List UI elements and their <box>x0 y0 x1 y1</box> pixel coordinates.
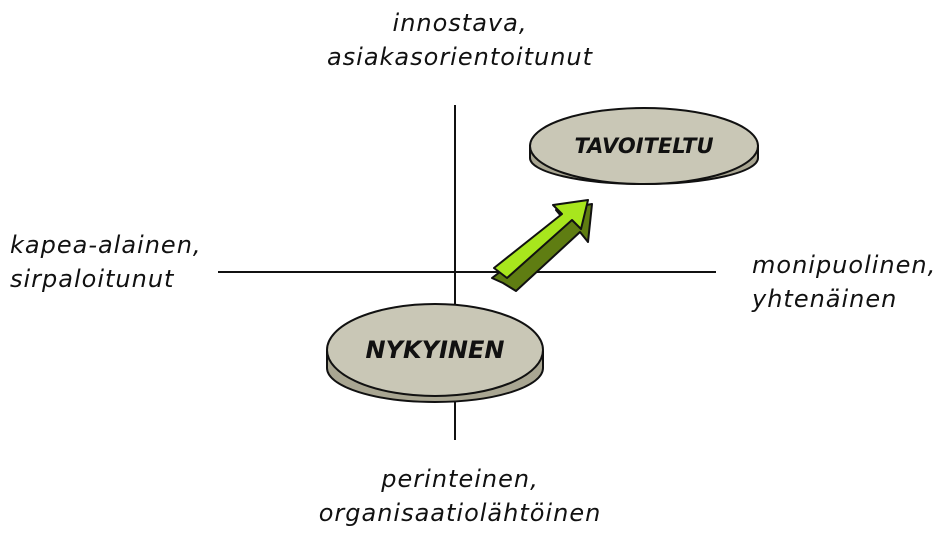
target-label: TAVOITELTU <box>574 134 713 158</box>
axis-label-left-line2: sirpaloitunut <box>10 262 202 296</box>
axis-label-top-line2: asiakasorientoitunut <box>300 40 620 74</box>
axis-label-bottom: perinteinen, organisaatiolähtöinen <box>300 462 620 530</box>
transition-arrow <box>492 200 592 291</box>
axis-label-bottom-line1: perinteinen, <box>300 462 620 496</box>
axis-label-right-line1: monipuolinen, <box>752 248 936 282</box>
axis-label-left-line1: kapea-alainen, <box>10 228 202 262</box>
axis-label-right: monipuolinen, yhtenäinen <box>752 248 936 316</box>
axis-label-bottom-line2: organisaatiolähtöinen <box>300 496 620 530</box>
axis-label-top-line1: innostava, <box>300 6 620 40</box>
axis-label-top: innostava, asiakasorientoitunut <box>300 6 620 74</box>
current-label: NYKYINEN <box>366 336 505 364</box>
current-disc: NYKYINEN <box>327 304 543 402</box>
axis-label-right-line2: yhtenäinen <box>752 282 936 316</box>
axis-label-left: kapea-alainen, sirpaloitunut <box>10 228 202 296</box>
target-disc: TAVOITELTU <box>530 108 758 184</box>
